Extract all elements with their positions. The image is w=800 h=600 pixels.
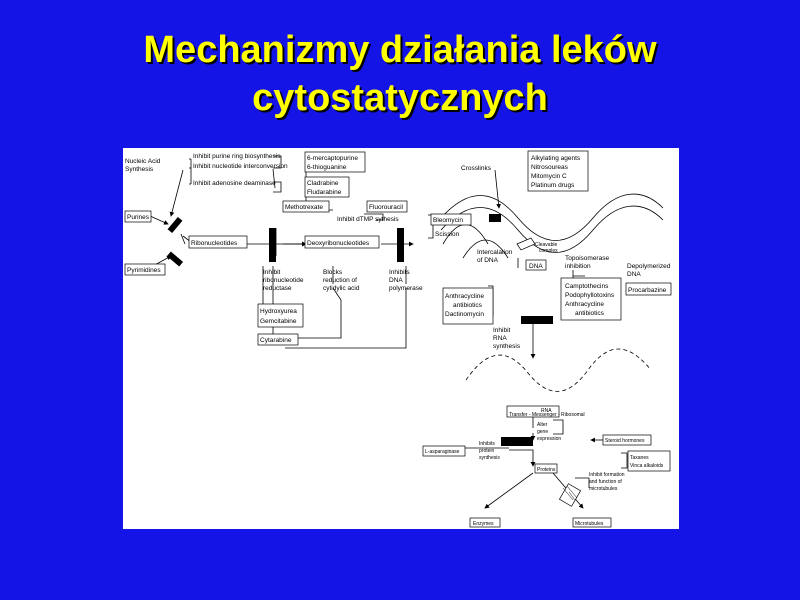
label-gemcitabine: Gemcitabine [260, 318, 297, 325]
label-alter-1: Alter [537, 422, 548, 428]
label-inhibits-dna-2: DNA [389, 277, 403, 284]
label-intercalation-2: of DNA [477, 257, 499, 264]
label-inhibits-protein-3: synthesis [479, 455, 500, 461]
label-crosslinks: Crosslinks [461, 165, 492, 172]
label-anthracycline: Anthracycline [565, 301, 604, 308]
label-inhibit-micro-2: and function of [589, 479, 622, 485]
label-proteins: Proteins [537, 467, 556, 473]
label-inhibit-dtmp: Inhibit dTMP sythesis [337, 216, 399, 223]
label-scission: Scission [435, 231, 460, 238]
slide-title-line-1: Mechanizmy działania leków [143, 29, 657, 71]
label-platinum: Platinum drugs [531, 182, 575, 189]
label-dactinomycin: Dactinomycin [445, 311, 484, 318]
label-deoxyribonucleotides: Deoxyribonucleotides [307, 240, 370, 247]
label-inhibit-rna-2: RNA [493, 335, 507, 342]
label-inhibit-rna-1: Inhibit [493, 327, 511, 334]
label-rna-types: Transfer - Messenger - Ribosomal [509, 412, 585, 418]
label-thioguanine: 6-thioguanine [307, 164, 347, 171]
label-inhibit-rr-3: reductase [263, 285, 292, 292]
label-alkylating: Alkylating agents [531, 155, 581, 162]
label-cladribine: Cladrabine [307, 180, 339, 187]
label-inhibit-micro-1: Inhibit formation [589, 472, 625, 478]
label-inhibit-micro-3: microtubules [589, 486, 618, 492]
label-inhibit-nucleotide: Inhibit nucleotide interconversion [193, 163, 288, 170]
label-fluorouracil: Fluorouracil [369, 204, 404, 211]
label-alter-3: expression [537, 436, 561, 442]
label-depoly-1: Depolymerized [627, 263, 671, 270]
label-topo-1: Topoisomerase [565, 255, 609, 262]
label-inhibits-protein-1: Inhibits [479, 441, 495, 447]
label-cleavable-2: complex [539, 248, 558, 254]
label-antibiotics: antibiotics [575, 310, 605, 317]
label-blocks-2: reduction of [323, 277, 357, 284]
label-steroid: Steroid hormones [605, 438, 645, 444]
label-antibiotics-2: antibiotics [453, 302, 483, 309]
label-inhibit-rr-1: Inhibit [263, 269, 281, 276]
label-inhibits-protein-2: protein [479, 448, 495, 454]
slide-title-line-2: cytostatycznych [252, 77, 548, 119]
label-inhibits-dna-3: polymerase [389, 285, 423, 292]
label-inhibit-rna-3: synthesis [493, 343, 521, 350]
drug-mechanism-diagram: Nucleic Acid Synthesis Inhibit purine ri… [123, 148, 679, 529]
label-camptothecins: Camptothecins [565, 283, 609, 290]
label-mitomycin: Mitomycin C [531, 173, 567, 180]
label-inhibit-purine: Inhibit purine ring biosynthesis [193, 153, 281, 160]
label-mercaptopurine: 6-mercaptopurine [307, 155, 358, 162]
label-podophyllotoxins: Podophyllotoxins [565, 292, 615, 299]
label-bleomycin: Bleomycin [433, 217, 463, 224]
label-pyrimidines: Pyrimidines [127, 267, 161, 274]
label-enzymes: Enzymes [473, 521, 494, 527]
label-cytarabine: Cytarabine [260, 337, 292, 344]
label-asparaginase: L-asparaginase [425, 449, 460, 455]
slide-title: Mechanizmy działania leków cytostatyczny… [0, 26, 800, 122]
label-vinca: Vinca alkaloids [630, 463, 664, 469]
label-nucleic-acid: Nucleic Acid [125, 158, 161, 165]
label-intercalation-1: Intercalation [477, 249, 513, 256]
label-synthesis: Synthesis [125, 166, 154, 173]
label-microtubules: Microtubules [575, 521, 604, 527]
label-purines: Purines [127, 214, 150, 221]
label-anthracycline-2: Anthracycline [445, 293, 484, 300]
label-fludarabine: Fludarabine [307, 189, 342, 196]
label-methotrexate: Methotrexate [285, 204, 323, 211]
label-hydroxyurea: Hydroxyurea [260, 308, 297, 315]
label-procarbazine: Procarbazine [628, 287, 667, 294]
label-blocks-3: cytidylic acid [323, 285, 360, 292]
label-inhibits-dna-1: Inhibits [389, 269, 410, 276]
label-topo-2: inhibition [565, 263, 591, 270]
label-blocks-1: Blocks [323, 269, 343, 276]
label-taxanes: Taxanes [630, 455, 649, 461]
label-inhibit-rr-2: ribonucleotide [263, 277, 304, 284]
label-rna: RNA [541, 408, 552, 414]
label-alter-2: gene [537, 429, 548, 435]
label-cleavable-1: Cleavable [535, 242, 557, 248]
label-inhibit-adenosine: Inhibit adenosine deaminase [193, 180, 276, 187]
label-depoly-2: DNA [627, 271, 641, 278]
label-dna: DNA [529, 263, 543, 270]
label-nitrosoureas: Nitrosoureas [531, 164, 569, 171]
label-ribonucleotides: Ribonucleotides [191, 240, 238, 247]
